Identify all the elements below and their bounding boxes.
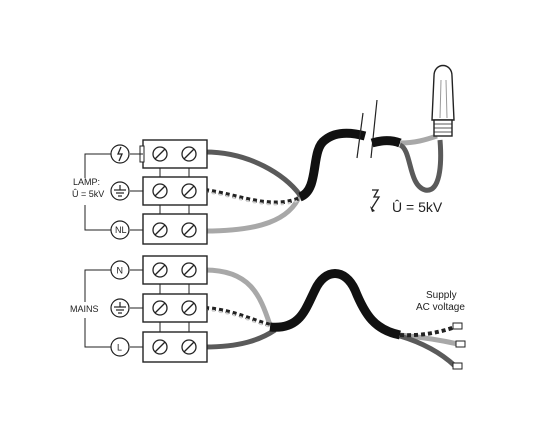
earth-icon-mains [110, 298, 130, 318]
supply-ferrule-3 [452, 362, 463, 370]
terminal-block-4[interactable] [142, 255, 208, 285]
earth-icon [110, 181, 130, 201]
live-icon: L [110, 337, 130, 357]
voltage-annotation: Û = 5kV [392, 199, 443, 215]
lightning-icon [110, 144, 130, 164]
mains-wire-earth-twist [204, 309, 276, 329]
terminal-block-6[interactable] [142, 322, 208, 363]
lamp-wire-earth [204, 188, 301, 205]
hv-lightning-icon [370, 189, 381, 212]
supply-ferrule-2 [455, 340, 466, 348]
mains-cable [269, 269, 402, 340]
lamp-wire-dark [202, 149, 303, 198]
supply-wire-dark [399, 333, 457, 368]
nl-icon: NL [110, 220, 130, 240]
mains-wire-earth [204, 306, 276, 328]
lamp-wire-earth-twist [204, 191, 301, 206]
neutral-label: N [117, 266, 124, 276]
lamp-bulb-icon [431, 64, 455, 137]
lamp-feed-dark [398, 139, 444, 193]
cable-break-mark-1 [356, 112, 364, 159]
mains-label: MAINS [70, 304, 99, 314]
terminal-block-1[interactable] [139, 139, 208, 169]
terminal-block-5[interactable] [142, 284, 208, 323]
live-label: L [117, 343, 122, 353]
supply-ferrule-1 [452, 322, 463, 330]
lamp-label-line2: Û = 5kV [72, 189, 104, 199]
neutral-icon: N [110, 260, 130, 280]
mains-wire-dark [204, 327, 277, 350]
mains-wire-grey [204, 267, 273, 326]
lamp-cable [297, 128, 367, 202]
lamp-bracket [84, 153, 111, 231]
mains-bracket [84, 269, 111, 348]
terminal-strip [139, 139, 208, 363]
nl-label: NL [115, 225, 127, 235]
supply-label-line2: AC voltage [416, 302, 465, 313]
terminal-block-2[interactable] [142, 168, 208, 206]
lamp-label-line1: LAMP: [73, 177, 100, 187]
lamp-wire-grey [202, 192, 303, 234]
supply-label-line1: Supply [426, 290, 457, 301]
cable-break-mark-2 [370, 99, 378, 159]
lamp-cable-continued [370, 136, 402, 148]
lamp-feed-light [399, 133, 438, 146]
terminal-block-3[interactable] [142, 205, 208, 245]
supply-wire-earth [399, 325, 456, 338]
